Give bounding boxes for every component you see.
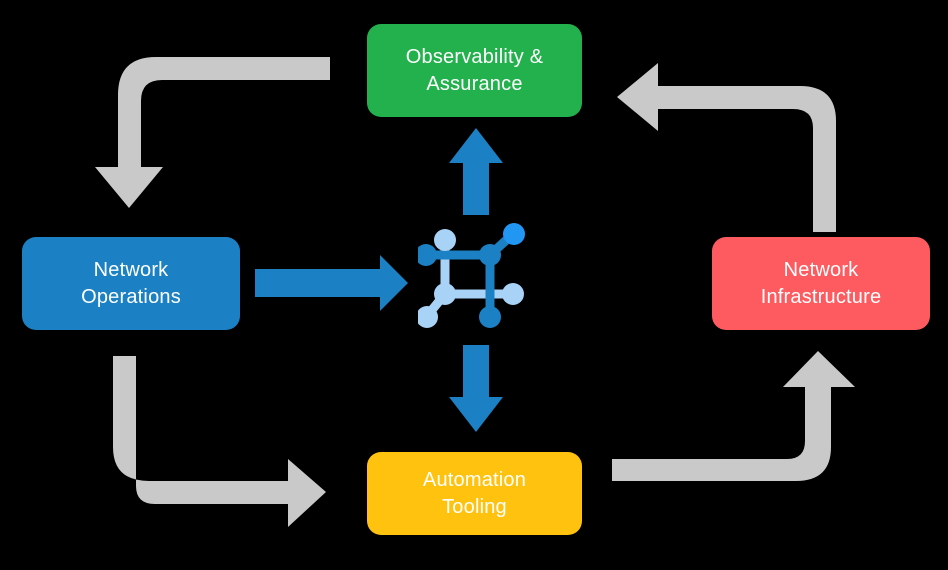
icon-node-far-left [418, 244, 437, 266]
node-label-observability: Observability & Assurance [405, 46, 544, 95]
node-box-network-infrastructure[interactable]: Network Infrastructure [712, 237, 930, 330]
arrow-automation-to-infrastructure [612, 351, 855, 481]
node-label-network-infrastructure: Network Infrastructure [760, 259, 882, 308]
arrow-operations-to-center [255, 255, 408, 311]
network-topology-icon [418, 223, 525, 328]
arrow-infrastructure-to-observability [617, 63, 836, 232]
node-label-automation-tooling: Automation Tooling [422, 469, 527, 518]
icon-node-bottom-left [418, 306, 438, 328]
icon-node-right-mid [502, 283, 524, 305]
icon-node-top-right [503, 223, 525, 245]
arrow-observability-to-operations [95, 57, 330, 208]
arrow-center-to-observability [449, 128, 503, 215]
arrow-center-to-automation [449, 345, 503, 432]
node-box-automation-tooling[interactable]: Automation Tooling [367, 452, 582, 535]
icon-node-bottom-mid [479, 306, 501, 328]
node-label-network-operations: Network Operations [81, 259, 181, 308]
icon-node-hub [479, 244, 501, 266]
icon-node-top-left [434, 229, 456, 251]
icon-node-center-left [434, 283, 456, 305]
arrow-operations-to-automation [113, 356, 326, 527]
node-box-observability[interactable]: Observability & Assurance [367, 24, 582, 117]
node-box-network-operations[interactable]: Network Operations [22, 237, 240, 330]
